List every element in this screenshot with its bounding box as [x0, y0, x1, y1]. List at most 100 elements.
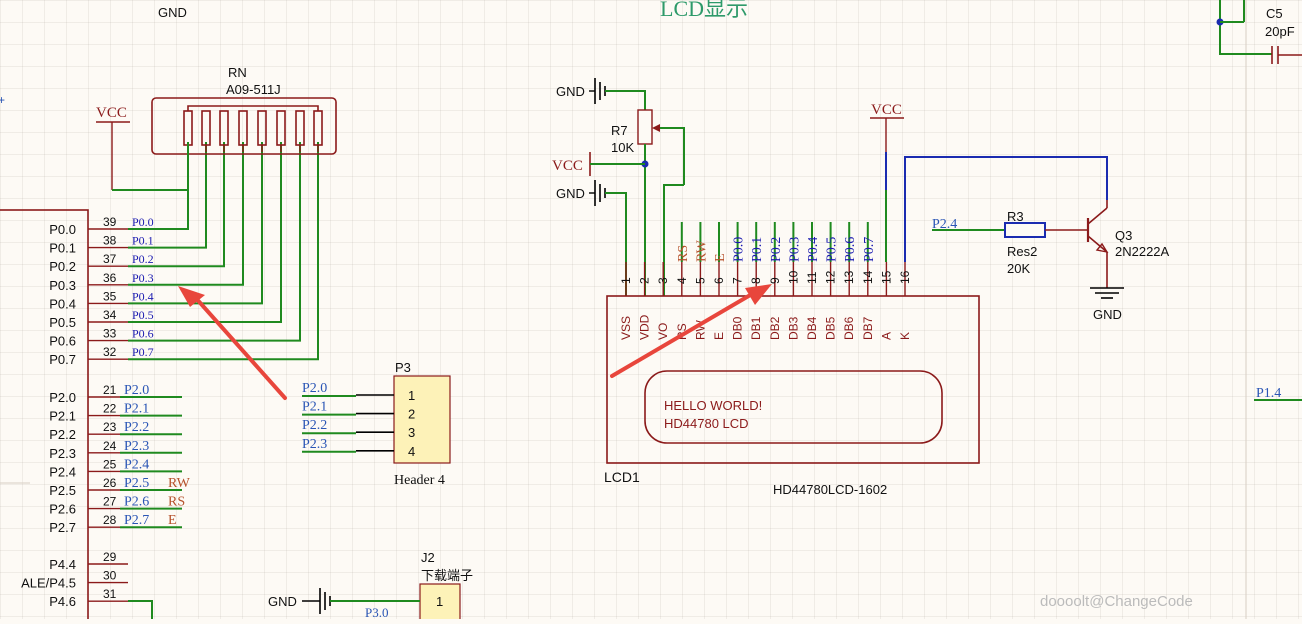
p3-pin-number: 3 — [408, 425, 415, 440]
mcu-pin-number: 22 — [103, 402, 117, 416]
rn-ref: RN — [228, 65, 247, 80]
right-net-label: P1.4 — [1256, 386, 1281, 401]
lcd-pin-name: DB5 — [824, 316, 838, 340]
rn-element — [220, 111, 228, 145]
lcd-pin-name: DB3 — [786, 316, 800, 340]
lcd-pin-number: 3 — [656, 277, 670, 284]
r3-value2: 20K — [1007, 261, 1030, 276]
p3-pin-number: 2 — [408, 407, 415, 422]
lcd-pin-name: DB4 — [805, 316, 819, 340]
lcd-pin-number: 10 — [786, 270, 800, 284]
p3-net-label: P2.2 — [302, 418, 327, 433]
lcd-net-label: RS — [676, 245, 691, 262]
watermark: doooolt@ChangeCode — [1040, 593, 1193, 610]
lcd-pin-number: 6 — [712, 277, 726, 284]
lcd-display-line1: HELLO WORLD! — [664, 398, 762, 413]
r3-body — [1005, 223, 1045, 237]
lcd-net-label: P0.3 — [787, 237, 802, 262]
p0-wire — [128, 142, 206, 248]
arrow-right-head — [745, 284, 772, 305]
lcd-pin-number: 14 — [861, 270, 875, 284]
mcu-pin-number: 24 — [103, 439, 117, 453]
rn-vcc-label: VCC — [96, 105, 127, 121]
lcd-pin-name: A — [879, 332, 893, 340]
lcd-net-label: E — [713, 253, 728, 262]
mcu-pin-number: 23 — [103, 420, 117, 434]
mcu-pin-number: 32 — [103, 345, 117, 359]
c5-ref: C5 — [1266, 6, 1283, 21]
mcu-net-label: P2.3 — [124, 439, 149, 454]
rn-element — [277, 111, 285, 145]
mcu-net-alias: RW — [168, 476, 191, 491]
p3-pin-number: 4 — [408, 444, 415, 459]
mcu-pin-name: P0.5 — [49, 315, 76, 330]
mcu-pin-name: P0.3 — [49, 278, 76, 293]
mcu-pin-name: P2.1 — [49, 409, 76, 424]
mcu-net-label: P0.2 — [132, 252, 154, 266]
mcu-pin-name: P2.7 — [49, 520, 76, 535]
mcu-pin-name: P0.7 — [49, 352, 76, 367]
mcu-pin-number: 28 — [103, 513, 117, 527]
lcd-pin-number: 8 — [749, 277, 763, 284]
mcu-net-label: P0.1 — [132, 234, 154, 248]
lcd-pin-number: 5 — [693, 277, 707, 284]
p3-pin-number: 1 — [408, 388, 415, 403]
p3-ref: P3 — [395, 360, 411, 375]
rn-element — [184, 111, 192, 145]
mcu-pin-number: 27 — [103, 495, 117, 509]
mcu-net-alias: E — [168, 513, 177, 528]
c5-value: 20pF — [1265, 24, 1295, 39]
rn-element — [258, 111, 266, 145]
mcu-pin-name: P0.4 — [49, 296, 76, 311]
lcd-display-line2: HD44780 LCD — [664, 416, 749, 431]
rn-element — [296, 111, 304, 145]
mcu-pin-name: ALE/P4.5 — [21, 576, 76, 591]
lcd-pin-name: VSS — [619, 316, 633, 340]
j2-value: 下载端子 — [421, 568, 473, 583]
lcd-ref: LCD1 — [604, 469, 640, 485]
lcd-net-label: RW — [694, 239, 709, 262]
mcu-pin-number: 35 — [103, 289, 117, 303]
r7-gnd2-label: GND — [556, 186, 585, 201]
q3-gnd-label: GND — [1093, 307, 1122, 322]
mcu-pin-name: P2.0 — [49, 390, 76, 405]
mcu-pin-number: 34 — [103, 308, 117, 322]
lcd-part: HD44780LCD-1602 — [773, 482, 887, 497]
lcd-pin-name: VO — [656, 323, 670, 340]
lcd-pin-number: 12 — [824, 270, 838, 284]
j2-ref: J2 — [421, 550, 435, 565]
mcu-net-label: P0.0 — [132, 215, 154, 229]
q3-part: 2N2222A — [1115, 244, 1170, 259]
mcu-pin-number: 29 — [103, 550, 117, 564]
mcu-net-label: P2.1 — [124, 402, 149, 417]
j2-pin1: 1 — [436, 594, 443, 609]
resistor-r3: P2.4 R3 Res2 20K — [932, 209, 1088, 276]
p3-value: Header 4 — [394, 473, 445, 488]
lcd-pin-name: DB6 — [842, 316, 856, 340]
mcu-pin-name: P0.2 — [49, 259, 76, 274]
mcu-pin-number: 30 — [103, 569, 117, 583]
lcd-pin-number: 2 — [638, 277, 652, 284]
lcd-pin-number: 4 — [675, 277, 689, 284]
r7-body — [638, 110, 652, 144]
mcu-pin-number: 38 — [103, 234, 117, 248]
r7-gnd1-label: GND — [556, 84, 585, 99]
mcu-net-label: P2.5 — [124, 476, 149, 491]
lcd-pin-name: DB1 — [749, 316, 763, 340]
mcu-net-label: P2.0 — [124, 383, 149, 398]
lcd-pin-name: E — [712, 332, 726, 340]
mcu-pin-name: P0.6 — [49, 334, 76, 349]
svg-text:+: + — [0, 93, 5, 107]
mcu-pin-number: 37 — [103, 252, 117, 266]
arrow-left-shaft — [194, 296, 285, 398]
lcd-pin-number: 7 — [731, 277, 745, 284]
p3-net-label: P2.0 — [302, 381, 327, 396]
q3-ref: Q3 — [1115, 228, 1132, 243]
mcu-net-label: P2.2 — [124, 420, 149, 435]
